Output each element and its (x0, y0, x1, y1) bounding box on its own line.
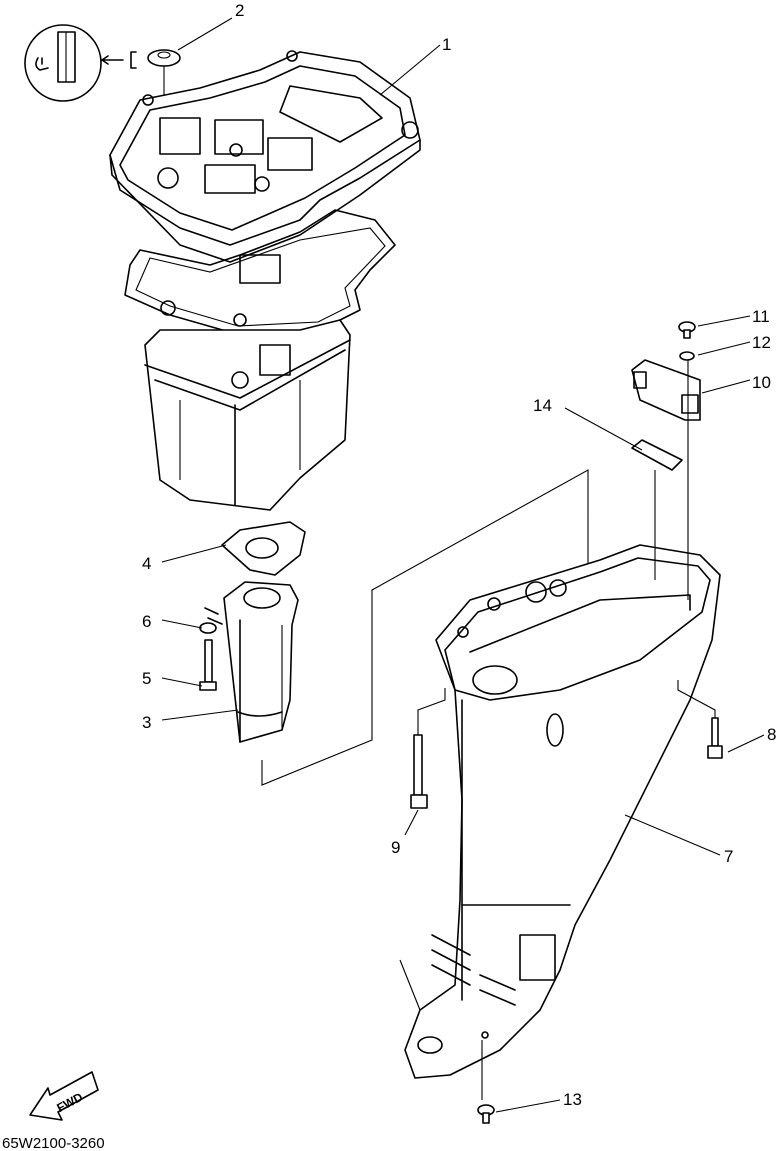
callout-5: 5 (142, 669, 151, 688)
callout-13: 13 (563, 1090, 582, 1109)
bolt-part-8 (677, 680, 723, 759)
callout-4: 4 (142, 554, 151, 573)
callout-9: 9 (391, 838, 400, 857)
callout-6: 6 (142, 612, 151, 631)
exhaust-pipe-part-3 (204, 581, 299, 743)
screw-part-11 (678, 321, 696, 339)
callout-3: 3 (142, 713, 151, 732)
callout-7: 7 (724, 847, 733, 866)
gasket (124, 209, 396, 336)
screw-part-13 (477, 1104, 495, 1124)
callout-11: 11 (752, 307, 770, 326)
callout-labels: 1 2 3 4 5 6 7 8 9 10 11 12 13 14 (142, 1, 776, 1109)
washer-part-6 (199, 622, 217, 634)
callout-8: 8 (767, 725, 776, 744)
reference-line (261, 469, 589, 786)
callout-14: 14 (533, 396, 552, 415)
gasket-part-4 (221, 521, 306, 576)
leader-lines (161, 17, 765, 1113)
forward-arrow-icon: FWD (29, 1071, 99, 1121)
bolt-part-9 (410, 688, 446, 809)
callout-12: 12 (752, 333, 771, 352)
washer-part-12 (679, 351, 695, 361)
callout-10: 10 (752, 373, 771, 392)
bracket-part-10 (631, 355, 701, 600)
callout-1: 1 (442, 35, 451, 54)
grease-detail-inset (24, 24, 137, 102)
plate-part-14 (631, 439, 683, 580)
bolt-part-5 (199, 639, 217, 691)
oil-pan (144, 319, 351, 511)
part-code: 65W2100-3260 (2, 1135, 105, 1151)
callout-2: 2 (235, 1, 244, 20)
upper-case-part-1 (109, 50, 421, 263)
lower-case-part-7 (399, 544, 721, 1100)
